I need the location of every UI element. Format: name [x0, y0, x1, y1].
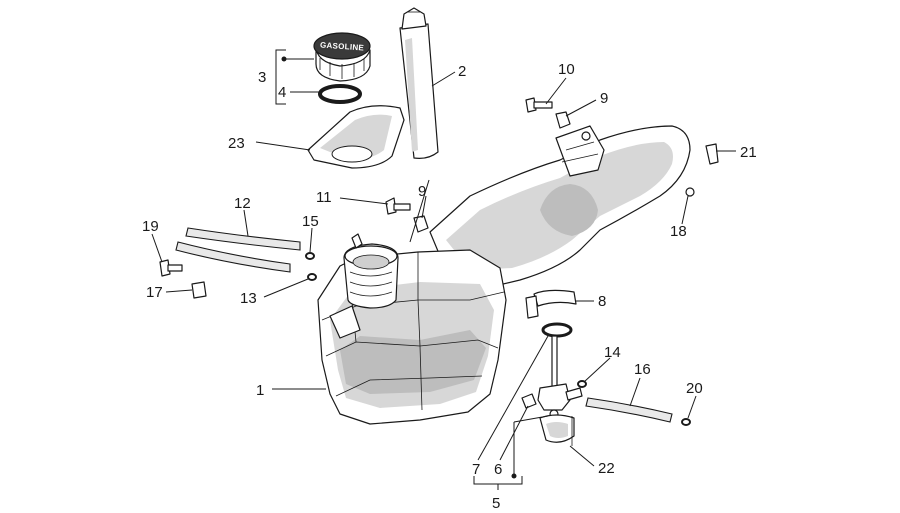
label-part-13: 13 [240, 290, 257, 307]
filler-neck-tube-drawing [399, 7, 439, 159]
label-part-4: 4 [278, 84, 286, 101]
clip-upper-drawing [305, 252, 315, 260]
label-part-11: 11 [316, 189, 332, 206]
label-part-9-upper: 9 [600, 90, 608, 107]
breather-hose-drawing [175, 227, 301, 273]
label-part-16: 16 [634, 361, 651, 378]
leader-lines [151, 49, 736, 490]
fuel-hose-drawing [585, 397, 673, 423]
clip-hose-end-drawing [681, 418, 691, 426]
part-labels: 1 2 3 4 5 6 7 8 9 9 10 11 12 13 14 15 16… [142, 61, 757, 512]
label-part-12: 12 [234, 195, 251, 212]
tank-upper-frame-drawing [429, 125, 691, 289]
label-part-3: 3 [258, 69, 266, 86]
label-part-8: 8 [598, 293, 606, 310]
cap-text: GASOLINE [320, 40, 365, 52]
hose-clamp-band-drawing [525, 289, 577, 319]
bracket-drawing [705, 143, 719, 165]
label-part-14: 14 [604, 344, 621, 361]
bolt-upper-drawing [525, 97, 553, 113]
label-part-20: 20 [686, 380, 703, 397]
label-part-9-lower: 9 [418, 183, 426, 200]
bolt-lower-drawing [385, 197, 411, 215]
label-part-19: 19 [142, 218, 159, 235]
filter-cup-drawing [539, 414, 575, 446]
tap-seal-drawing [541, 322, 573, 338]
filler-tray-drawing [307, 105, 405, 169]
label-part-7: 7 [472, 461, 480, 478]
gasoline-cap-drawing: GASOLINE [313, 32, 371, 82]
label-part-21: 21 [740, 144, 757, 161]
fuel-tap-drawing [537, 335, 583, 419]
o-ring-drawing [318, 84, 362, 104]
nut-clip-left-drawing [191, 281, 207, 299]
label-part-1: 1 [256, 382, 264, 399]
label-part-22: 22 [598, 460, 615, 477]
bolt-left-drawing [159, 259, 183, 277]
bullet-3 [281, 56, 287, 62]
nut-clip-lower-drawing [413, 215, 429, 233]
label-part-5: 5 [492, 495, 500, 512]
tank-filler-neck-drawing [343, 233, 399, 309]
label-part-23: 23 [228, 135, 245, 152]
label-part-10: 10 [558, 61, 575, 78]
clip-tap-drawing [577, 380, 587, 388]
label-part-6: 6 [494, 461, 502, 478]
nut-drawing [685, 187, 695, 197]
label-part-15: 15 [302, 213, 319, 230]
nut-clip-upper-drawing [555, 111, 571, 129]
label-part-17: 17 [146, 284, 163, 301]
drain-plug-drawing [521, 393, 537, 409]
label-part-18: 18 [670, 223, 687, 240]
bullet-5 [511, 473, 517, 479]
clip-lower-drawing [307, 273, 317, 281]
label-part-2: 2 [458, 63, 466, 80]
